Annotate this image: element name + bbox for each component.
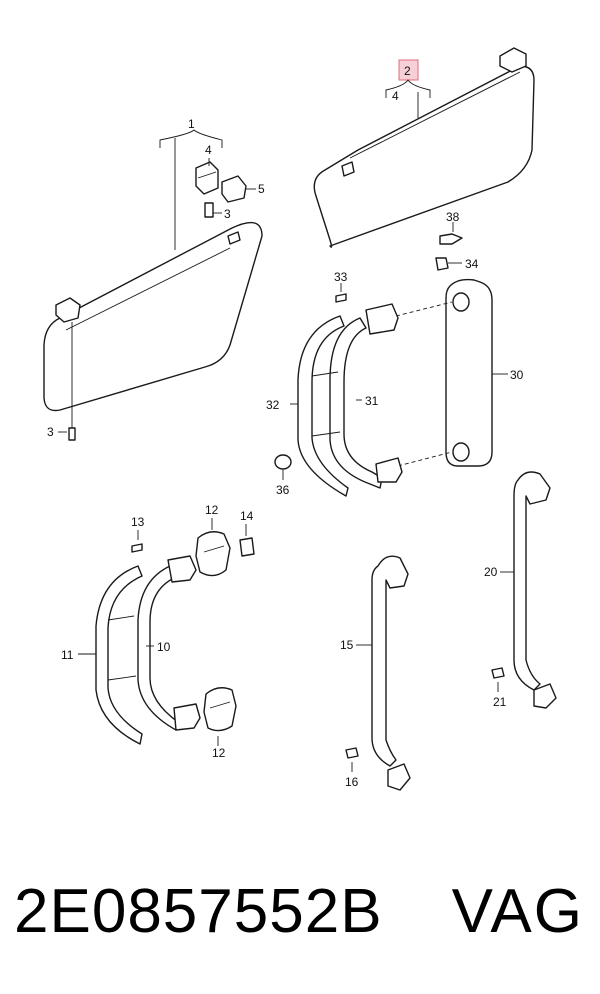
sun-visor-left <box>43 221 263 441</box>
label-12a: 12 <box>205 503 219 517</box>
footer: 2E0857552B VAG <box>0 872 600 972</box>
screw-13 <box>131 543 143 553</box>
label-30: 30 <box>510 368 524 382</box>
position-labels: 1 4 5 3 3 2 4 38 34 33 30 31 32 36 12 13… <box>47 64 524 789</box>
grab-handle-20 <box>513 471 557 709</box>
label-32: 32 <box>266 398 280 412</box>
label-11: 11 <box>61 648 74 662</box>
label-21: 21 <box>493 695 507 709</box>
label-2: 2 <box>404 64 411 78</box>
clip-38 <box>439 233 463 245</box>
label-36: 36 <box>276 483 290 497</box>
callout-brace-2 <box>385 79 431 118</box>
spreader-nut-34 <box>435 257 449 271</box>
label-33: 33 <box>334 270 348 284</box>
label-5: 5 <box>258 182 265 196</box>
label-13: 13 <box>131 515 145 529</box>
label-10: 10 <box>157 640 171 654</box>
clip-14 <box>239 537 255 557</box>
grab-handle-trim-11 <box>95 565 143 745</box>
callout-brace-1 <box>159 129 223 250</box>
parts-diagram: 1 4 5 3 3 2 4 38 34 33 30 31 32 36 12 13… <box>43 47 557 791</box>
label-12b: 12 <box>212 746 226 760</box>
grab-handle-10 <box>137 555 201 731</box>
end-cap-12-bottom <box>203 687 237 732</box>
screw-16 <box>345 747 359 759</box>
sun-visor-right <box>313 47 535 248</box>
label-31: 31 <box>365 394 379 408</box>
end-cap-12-top <box>195 531 231 577</box>
cap-36 <box>274 454 292 470</box>
brand-name: VAG <box>451 877 584 946</box>
part-number: 2E0857552B <box>14 877 383 946</box>
visor-clip-4-and-5 <box>195 161 247 218</box>
label-4a: 4 <box>205 143 212 157</box>
grab-handle-15 <box>371 555 411 791</box>
screw-33 <box>335 293 347 303</box>
label-4b: 4 <box>392 89 399 103</box>
grab-handle-trim-32 <box>297 315 349 497</box>
label-14: 14 <box>240 509 254 523</box>
label-3b: 3 <box>47 425 54 439</box>
grab-handle-31 <box>329 303 403 489</box>
label-34: 34 <box>465 257 479 271</box>
label-15: 15 <box>340 638 354 652</box>
label-38: 38 <box>446 210 460 224</box>
screw-21 <box>491 667 505 679</box>
grab-handle-cover-30 <box>445 278 493 467</box>
label-1: 1 <box>188 117 195 131</box>
label-16: 16 <box>345 775 359 789</box>
label-20: 20 <box>484 565 498 579</box>
label-3a: 3 <box>224 207 231 221</box>
